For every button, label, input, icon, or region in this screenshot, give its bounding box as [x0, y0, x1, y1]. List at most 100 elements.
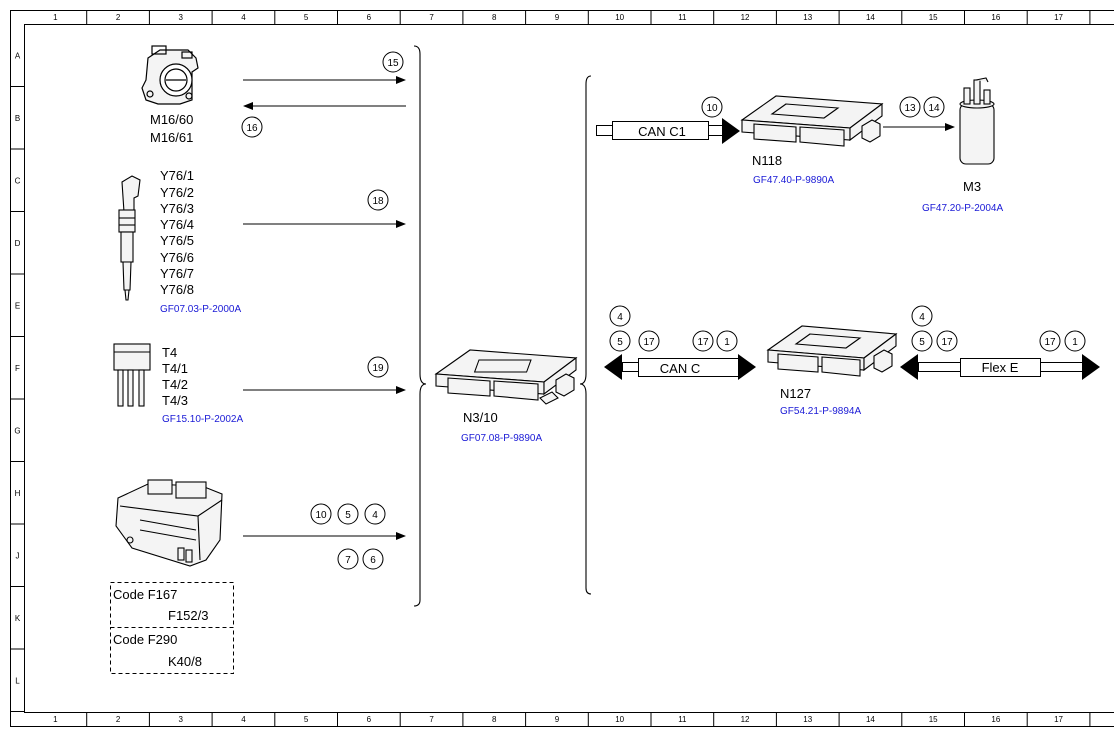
row-label: K [15, 614, 21, 623]
signal-circle: 10 [310, 503, 332, 525]
row-label: F [15, 364, 20, 373]
column-label: 17 [1054, 715, 1063, 724]
code-option-box: Code F167 F152/3 Code F290 K40/8 [110, 582, 234, 674]
fuse-relay-module-icon [115, 479, 223, 567]
svg-text:6: 6 [370, 555, 376, 566]
left-brace [413, 45, 427, 607]
column-label: 14 [866, 715, 875, 724]
n118-label: N118 [752, 153, 782, 168]
column-label: 15 [929, 715, 938, 724]
throttle-actuator-icon [141, 45, 199, 105]
code-f290-part: K40/8 [168, 654, 202, 669]
column-label: 5 [304, 13, 309, 22]
injector-icon [118, 175, 141, 301]
svg-text:10: 10 [315, 510, 327, 521]
column-label: 17 [1054, 13, 1063, 22]
signal-circle: 13 [899, 96, 921, 118]
flex-e-bus: Flex E [900, 354, 1100, 380]
can-c-bus: CAN C [604, 354, 756, 380]
glow-label-2: T4/1 [162, 361, 188, 376]
column-label: 9 [555, 715, 560, 724]
column-label: 16 [991, 715, 1000, 724]
signal-circle: 1 [716, 330, 738, 352]
glow-plug-icon [113, 343, 151, 407]
drawing-frame: 1122334455667788991010111112121313141415… [10, 10, 1114, 727]
svg-text:17: 17 [643, 337, 655, 348]
column-label: 2 [116, 715, 121, 724]
column-label: 3 [179, 715, 184, 724]
injector-ref: GF07.03-P-2000A [160, 304, 241, 315]
column-label: 12 [741, 13, 750, 22]
column-label: 13 [803, 715, 812, 724]
column-label: 16 [991, 13, 1000, 22]
flex-e-label: Flex E [982, 360, 1019, 375]
throttle-label-2: M16/61 [150, 130, 193, 145]
code-f167-part: F152/3 [168, 608, 208, 623]
signal-circle: 5 [911, 330, 933, 352]
column-label: 9 [555, 13, 560, 22]
injector-label-7: Y76/7 [160, 266, 194, 281]
row-label: G [14, 426, 20, 435]
column-label: 12 [741, 715, 750, 724]
injector-label-8: Y76/8 [160, 282, 194, 297]
can-c-label: CAN C [660, 361, 700, 376]
column-label: 7 [429, 715, 434, 724]
svg-text:4: 4 [617, 312, 623, 323]
column-grid-ticks: 1122334455667788991010111112121313141415… [53, 10, 1091, 727]
n3-ref: GF07.08-P-9890A [461, 433, 542, 444]
row-label: D [15, 239, 21, 248]
column-label: 6 [367, 715, 372, 724]
injector-label-1: Y76/1 [160, 168, 194, 183]
signal-circle: 16 [241, 116, 263, 138]
row-label: J [16, 551, 20, 560]
row-label: A [15, 51, 21, 60]
injector-label-5: Y76/5 [160, 233, 194, 248]
row-label: B [15, 114, 20, 123]
svg-text:5: 5 [345, 510, 351, 521]
signal-circle: 17 [638, 330, 660, 352]
signal-circle: 17 [936, 330, 958, 352]
column-label: 1 [53, 715, 58, 724]
glow-label-4: T4/3 [162, 393, 188, 408]
signal-circle: 19 [367, 356, 389, 378]
signal-circle: 4 [911, 305, 933, 327]
code-f167: Code F167 [113, 587, 177, 602]
svg-text:17: 17 [941, 337, 953, 348]
glow-ref: GF15.10-P-2002A [162, 414, 243, 425]
column-label: 13 [803, 13, 812, 22]
code-f290: Code F290 [113, 632, 177, 647]
svg-text:1: 1 [724, 337, 730, 348]
control-unit-n127-icon [766, 325, 898, 377]
svg-text:17: 17 [1044, 337, 1056, 348]
ecu-n3-10-icon [434, 349, 578, 405]
column-label: 6 [367, 13, 372, 22]
injector-label-6: Y76/6 [160, 250, 194, 265]
signal-circle: 4 [609, 305, 631, 327]
control-unit-n118-icon [740, 95, 884, 147]
signal-circle: 15 [382, 51, 404, 73]
can-c1-label: CAN C1 [638, 124, 686, 139]
column-label: 1 [53, 13, 58, 22]
glow-label-1: T4 [162, 345, 177, 360]
svg-text:4: 4 [919, 312, 925, 323]
signal-circle: 5 [609, 330, 631, 352]
column-label: 11 [678, 13, 687, 22]
signal-circle: 4 [364, 503, 386, 525]
svg-text:15: 15 [387, 58, 399, 69]
n118-ref: GF47.40-P-9890A [753, 175, 834, 186]
row-label: L [15, 676, 20, 685]
row-label: C [15, 176, 21, 185]
signal-circle: 7 [337, 548, 359, 570]
svg-text:17: 17 [697, 337, 709, 348]
column-label: 10 [615, 13, 624, 22]
column-label: 10 [615, 715, 624, 724]
signal-circle: 17 [692, 330, 714, 352]
svg-text:13: 13 [904, 103, 916, 114]
signal-circle: 5 [337, 503, 359, 525]
n127-label: N127 [780, 386, 811, 401]
column-label: 7 [429, 13, 434, 22]
svg-text:18: 18 [372, 196, 384, 207]
column-label: 11 [678, 715, 687, 724]
injector-label-4: Y76/4 [160, 217, 194, 232]
